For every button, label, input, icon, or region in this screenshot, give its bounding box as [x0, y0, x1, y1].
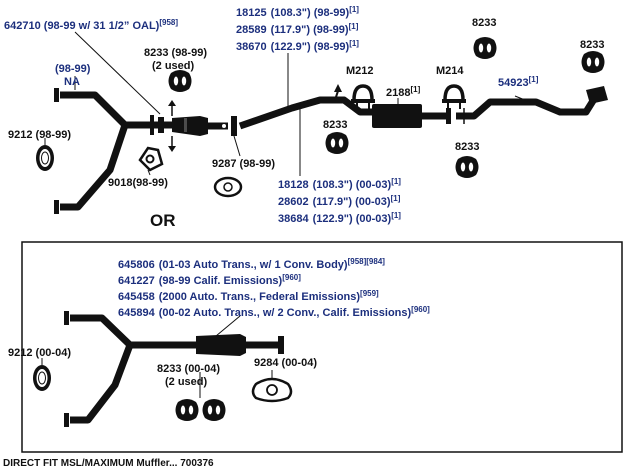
label-8233-mid: 8233 [323, 119, 347, 131]
label-8233-top-left: 8233 (98-99) [144, 47, 207, 59]
label-9212-bottom: 9212 (00-04) [8, 347, 71, 359]
label-8233-top-right-2: 8233 [580, 39, 604, 51]
gasket-9018-shape [138, 146, 164, 172]
footer-note: DIRECT FIT MSL/MAXIMUM Muffler... 700376 [3, 458, 214, 469]
clamp-m214 [440, 84, 468, 111]
hanger-8233-bottom-1 [175, 399, 199, 421]
hanger-8233-top-left [168, 70, 192, 92]
manifold-gasket-ring-top [35, 144, 55, 172]
label-8233-bottom-used: (2 used) [165, 376, 208, 388]
hanger-8233-top-right-1 [473, 37, 497, 59]
tail-pipe-top [456, 86, 608, 124]
hanger-8233-low [455, 156, 479, 178]
label-8233-top-right-1: 8233 [472, 17, 496, 29]
muffler-top [372, 104, 451, 128]
label-pipe-a-list: 18125(108.3") (98-99)[1] 28589(117.9") (… [236, 3, 362, 53]
label-pipe-b-list: 18128(108.3") (00-03)[1] 28602(117.9") (… [278, 175, 404, 225]
leader-lines-top [44, 31, 531, 176]
intermediate-pipe-top [238, 84, 372, 130]
front-manifold-pipe-bottom [64, 311, 196, 427]
hanger-8233-bottom-2 [202, 399, 226, 421]
label-642710: 642710 (98-99 w/ 31 1/2” OAL)[958] [4, 18, 178, 32]
gasket-9287-shape [213, 176, 243, 198]
label-bottom-list: 645806(01-03 Auto Trans., w/ 1 Conv. Bod… [118, 255, 430, 319]
label-9212-top: 9212 (98-99) [8, 129, 71, 141]
front-manifold-pipe-top [54, 88, 164, 214]
label-na-years: (98-99) [55, 63, 91, 75]
label-54923: 54923[1] [498, 75, 539, 89]
catalytic-converter-bottom [196, 315, 284, 356]
catalytic-converter-top [164, 100, 237, 152]
label-9284: 9284 (00-04) [254, 357, 317, 369]
or-label: OR [150, 211, 176, 230]
label-8233-top-left-used: (2 used) [152, 60, 195, 72]
hanger-8233-top-right-2 [581, 51, 605, 73]
leader-lines-bottom [41, 358, 273, 398]
gasket-9284-shape [251, 377, 293, 403]
alternate-assembly-box [21, 241, 623, 453]
label-na: NA [64, 76, 80, 88]
label-8233-bottom: 8233 (00-04) [157, 363, 220, 375]
label-9018: 9018(98-99) [108, 177, 168, 189]
label-2188: 2188[1] [386, 85, 421, 99]
label-m212: M212 [346, 65, 374, 77]
label-m214: M214 [436, 65, 464, 77]
manifold-gasket-ring-bottom [32, 364, 52, 392]
label-9287: 9287 (98-99) [212, 158, 275, 170]
label-8233-low: 8233 [455, 141, 479, 153]
hanger-8233-mid [325, 132, 349, 154]
